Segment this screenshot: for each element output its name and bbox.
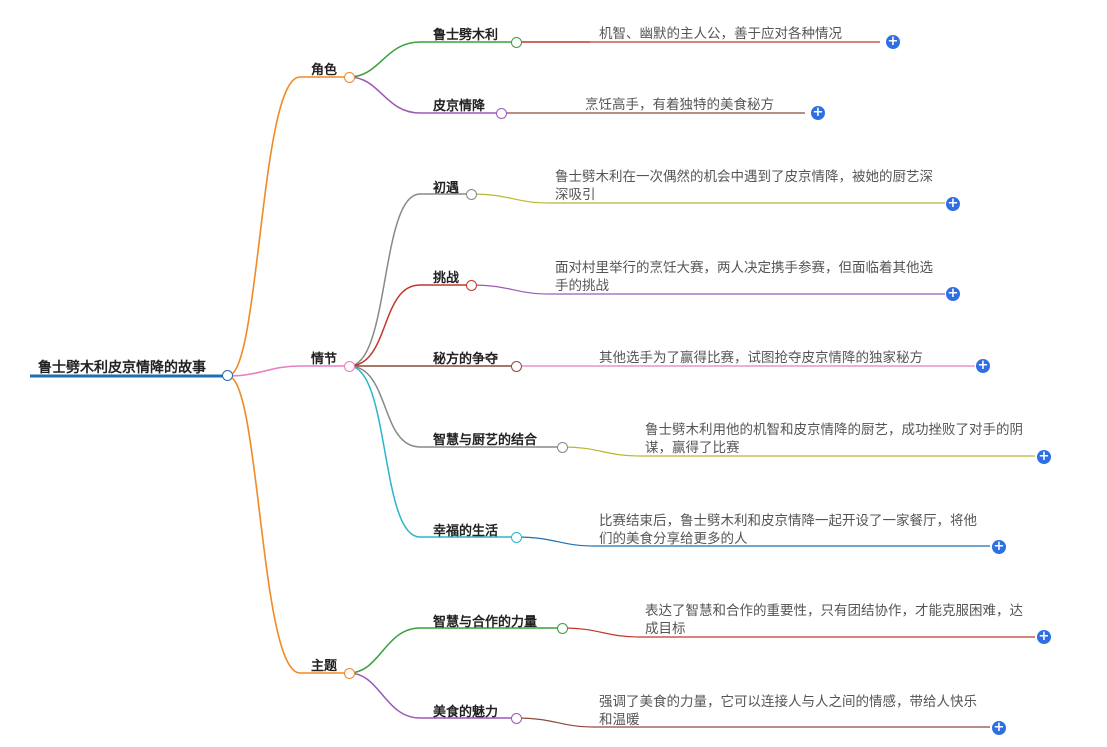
connector-root-themes: [227, 375, 349, 674]
branch-themes-label[interactable]: 主题: [311, 659, 338, 674]
plus-icon[interactable]: +: [1037, 449, 1051, 464]
node-label[interactable]: 智慧与合作的力量: [433, 615, 538, 630]
branch-plot-label[interactable]: 情节: [311, 352, 338, 367]
plus-icon[interactable]: +: [976, 358, 990, 373]
node-handle[interactable]: [557, 442, 568, 453]
node-detail: 表达了智慧和合作的重要性，只有团结协作，才能克服困难，达成目标: [645, 603, 1023, 637]
node-label[interactable]: 鲁士劈木利: [433, 28, 499, 43]
node-handle[interactable]: [511, 532, 522, 543]
node-handle[interactable]: [557, 623, 568, 634]
plus-icon[interactable]: +: [992, 720, 1006, 735]
node-label[interactable]: 秘方的争夺: [433, 352, 499, 367]
branch-plot-handle[interactable]: [344, 361, 355, 372]
node-handle[interactable]: [496, 108, 507, 119]
connector-root-plot: [227, 365, 349, 377]
node-label[interactable]: 美食的魅力: [433, 705, 499, 720]
connector-root-roles: [227, 76, 349, 377]
root-node-label[interactable]: 鲁士劈木利皮京情降的故事: [38, 360, 206, 376]
node-detail: 鲁士劈木利用他的机智和皮京情降的厨艺，成功挫败了对手的阴谋，赢得了比赛: [645, 422, 1023, 456]
plus-icon[interactable]: +: [992, 539, 1006, 554]
plus-icon[interactable]: +: [946, 196, 960, 211]
node-label[interactable]: 初遇: [433, 181, 460, 196]
plus-icon[interactable]: +: [886, 34, 900, 49]
node-label[interactable]: 皮京情降: [433, 99, 486, 114]
node-detail: 强调了美食的力量，它可以连接人与人之间的情感，带给人快乐和温暖: [599, 694, 977, 728]
node-detail: 其他选手为了赢得比赛，试图抢夺皮京情降的独家秘方: [599, 350, 923, 366]
branch-roles-handle[interactable]: [344, 72, 355, 83]
node-detail: 面对村里举行的烹饪大赛，两人决定携手参赛，但面临着其他选手的挑战: [555, 260, 933, 294]
node-handle[interactable]: [511, 361, 522, 372]
node-detail: 机智、幽默的主人公，善于应对各种情况: [599, 26, 842, 42]
node-detail: 鲁士劈木利在一次偶然的机会中遇到了皮京情降，被她的厨艺深深吸引: [555, 169, 933, 203]
node-detail: 比赛结束后，鲁士劈木利和皮京情降一起开设了一家餐厅，将他们的美食分享给更多的人: [599, 513, 977, 547]
node-handle[interactable]: [466, 189, 477, 200]
plus-icon[interactable]: +: [1037, 629, 1051, 644]
root-node-handle[interactable]: [222, 370, 233, 381]
node-label[interactable]: 挑战: [433, 271, 460, 286]
plus-icon[interactable]: +: [811, 105, 825, 120]
node-detail: 烹饪高手，有着独特的美食秘方: [585, 97, 774, 113]
node-handle[interactable]: [511, 37, 522, 48]
branch-roles-label[interactable]: 角色: [311, 63, 338, 78]
node-label[interactable]: 智慧与厨艺的结合: [433, 433, 538, 448]
branch-themes-handle[interactable]: [344, 668, 355, 679]
node-handle[interactable]: [511, 713, 522, 724]
node-label[interactable]: 幸福的生活: [433, 524, 499, 539]
node-handle[interactable]: [466, 280, 477, 291]
plus-icon[interactable]: +: [946, 286, 960, 301]
